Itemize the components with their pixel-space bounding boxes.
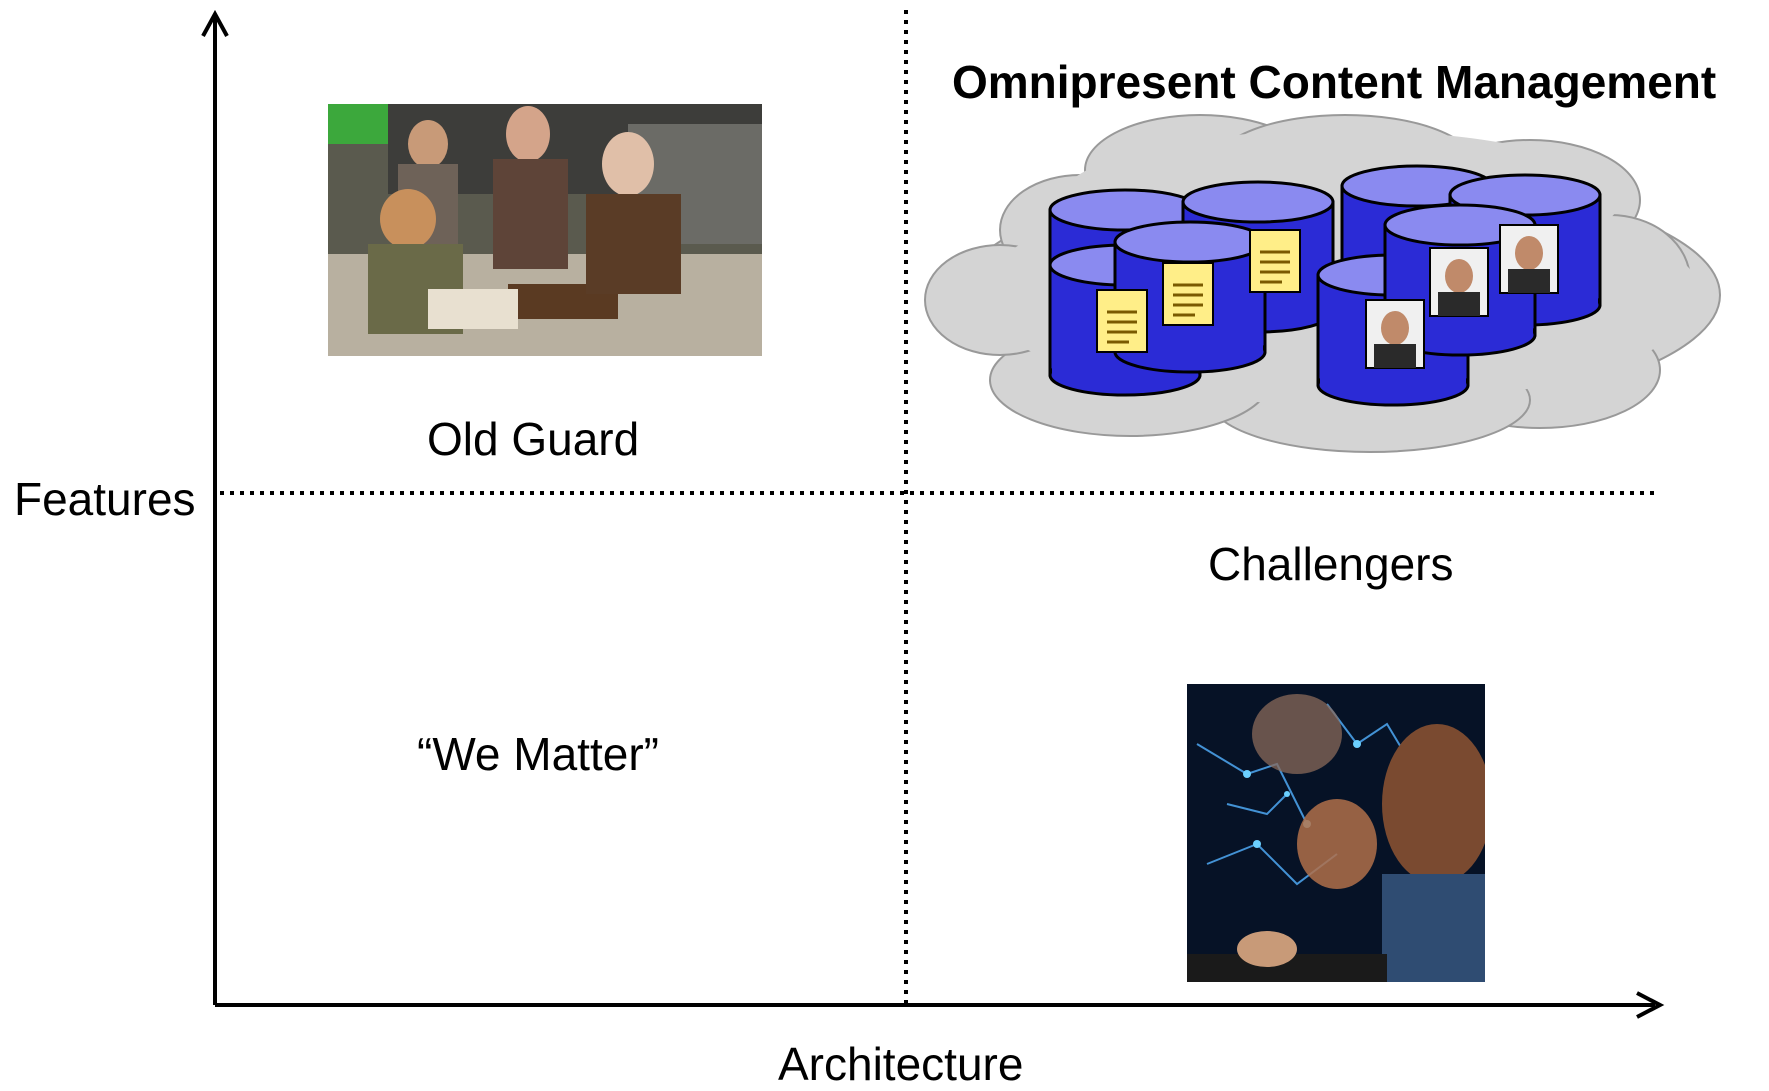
y-axis-arrow [201,9,229,37]
y-axis-label: Features [14,473,196,525]
document-icon [1095,288,1149,354]
person-photo-icon [1365,299,1425,369]
quadrant-label-challengers: Challengers [1208,538,1454,590]
quadrant-label-omnipresent: Omnipresent Content Management [952,56,1717,108]
old-guard-photo [328,104,762,356]
quadrant-label-old-guard: Old Guard [427,413,640,465]
person-photo-icon [1429,247,1489,317]
document-icon [1161,261,1215,327]
x-axis-arrow [1636,991,1665,1019]
person-photo-icon [1499,224,1559,294]
quadrant-label-we-matter: “We Matter” [417,728,659,780]
x-axis-label: Architecture [778,1038,1024,1090]
challengers-photo [1187,684,1485,982]
document-icon [1248,228,1302,294]
